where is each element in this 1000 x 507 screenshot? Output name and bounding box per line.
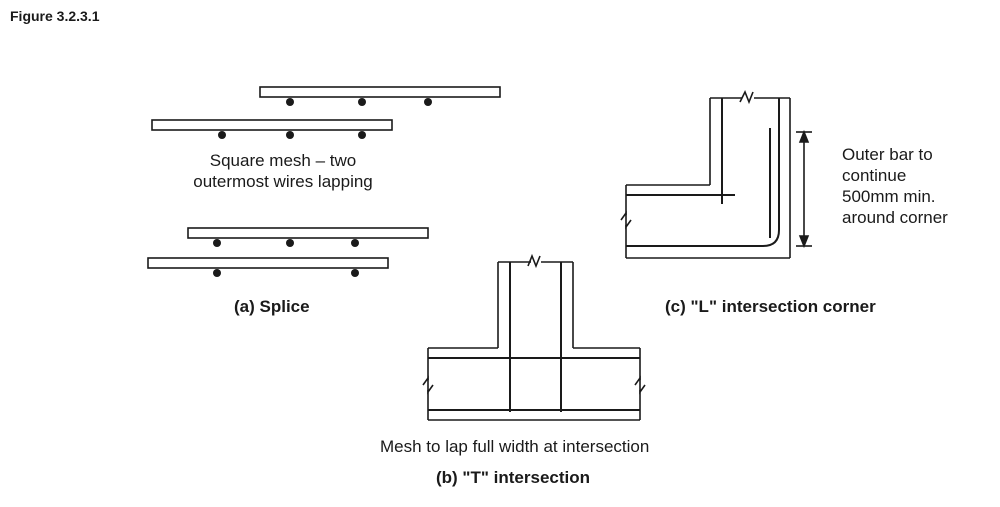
figure-title: Figure 3.2.3.1 — [10, 8, 100, 24]
wire-dot — [286, 131, 294, 139]
mesh-slab-upper — [187, 227, 429, 239]
mesh-slab-upper — [259, 86, 501, 98]
wire-dot — [213, 269, 221, 277]
wire-dot — [424, 98, 432, 106]
wire-dot — [358, 131, 366, 139]
splice-square-mesh — [151, 86, 501, 139]
splice-caption: (a) Splice — [234, 297, 310, 316]
l-note-line-3: 500mm min. — [842, 187, 936, 206]
wire-dot — [351, 269, 359, 277]
mesh-slab-lower — [147, 257, 389, 269]
t-intersection-detail — [422, 253, 646, 421]
wire-dot — [213, 239, 221, 247]
wire-dot — [358, 98, 366, 106]
splice-note-line-1: Square mesh – two — [209, 151, 357, 170]
wire-dot — [218, 131, 226, 139]
t-intersection-note: Mesh to lap full width at intersection — [380, 437, 650, 456]
l-intersection-detail — [620, 90, 812, 259]
splice-mesh-pair — [147, 227, 429, 277]
t-intersection-caption: (b) "T" intersection — [436, 468, 591, 487]
l-note-line-1: Outer bar to — [842, 145, 933, 164]
splice-note-line-2: outermost wires lapping — [193, 172, 373, 191]
splice-note: Square mesh – two outermost wires lappin… — [168, 150, 398, 192]
l-intersection-note: Outer bar to continue 500mm min. around … — [842, 144, 992, 228]
wire-dot — [286, 239, 294, 247]
wire-dot — [351, 239, 359, 247]
wire-dot — [286, 98, 294, 106]
l-note-line-4: around corner — [842, 208, 948, 227]
mesh-slab-lower — [151, 119, 393, 131]
l-intersection-caption: (c) "L" intersection corner — [665, 297, 876, 316]
l-note-line-2: continue — [842, 166, 907, 185]
